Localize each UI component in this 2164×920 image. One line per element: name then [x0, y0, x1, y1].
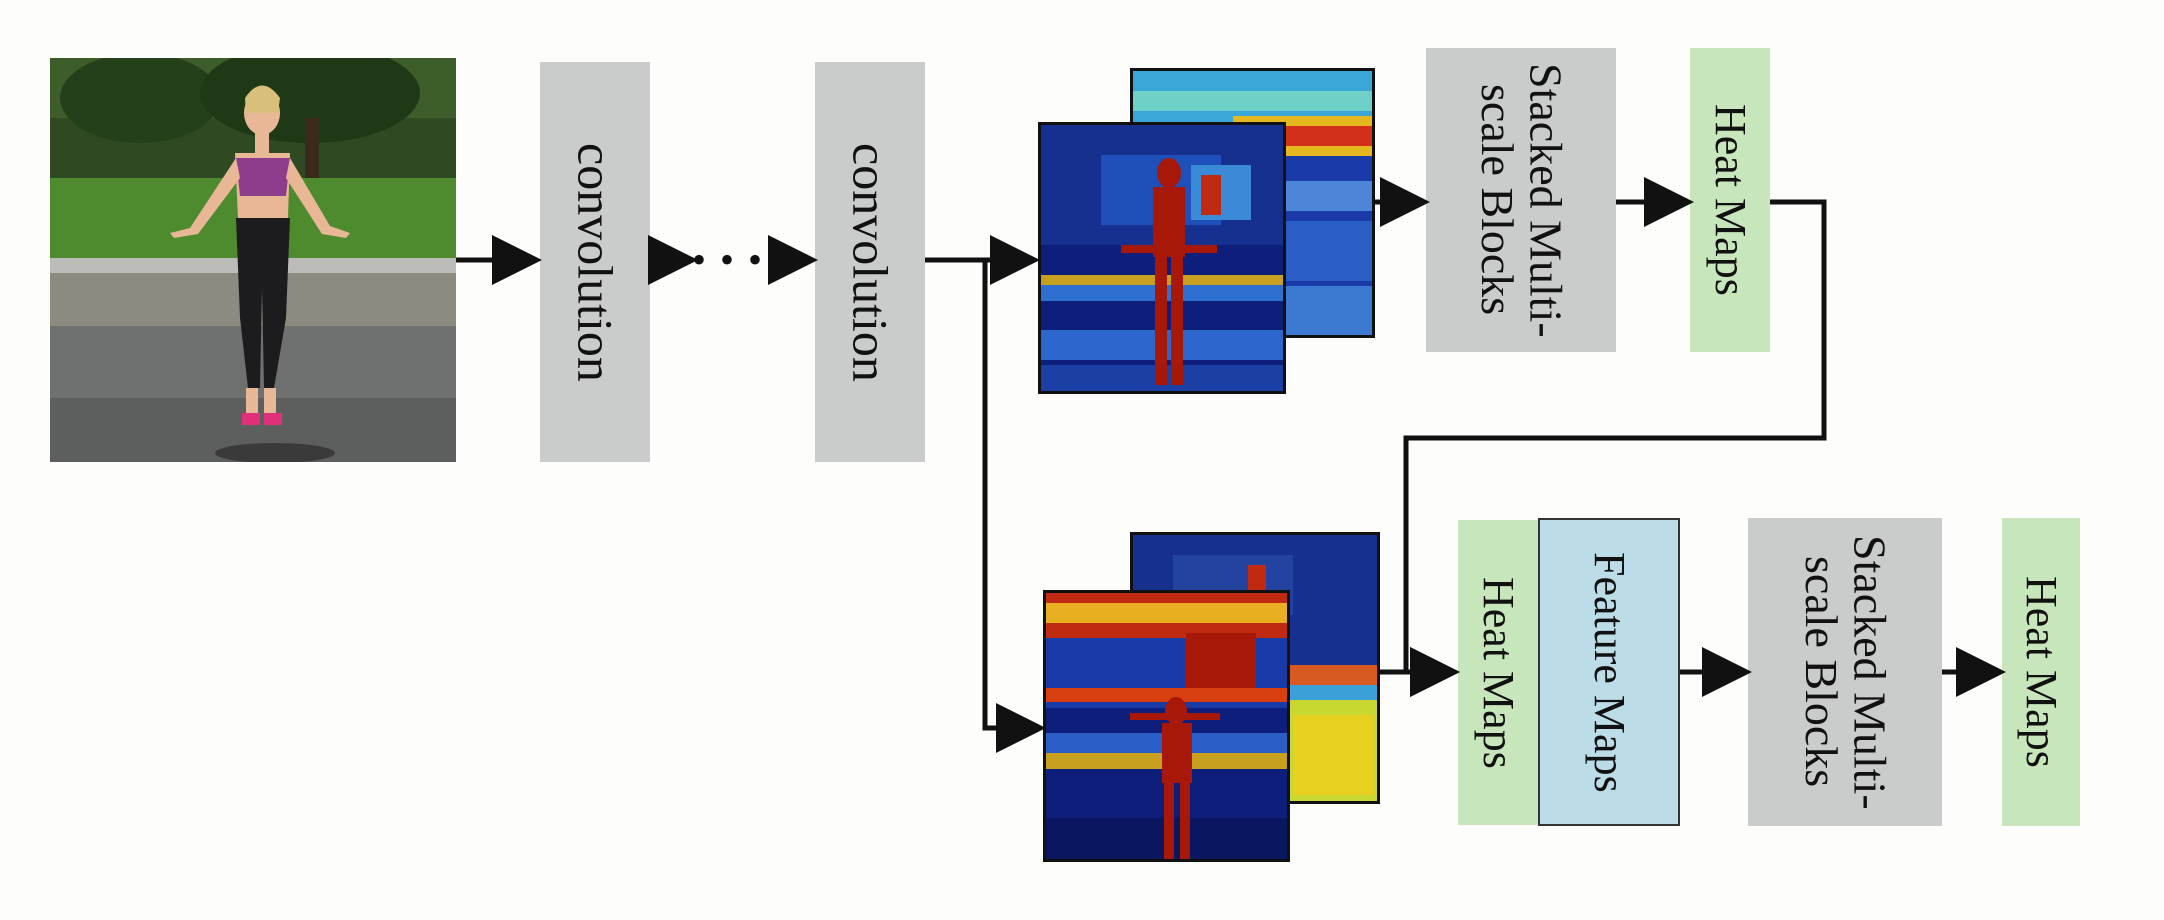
heat-maps-bottom-input: Heat Maps	[1458, 520, 1538, 825]
heat-maps-label-bottom-output: Heat Maps	[2017, 576, 2067, 768]
convolution-block-2: convolution	[815, 62, 925, 462]
heat-maps-label-bottom-input: Heat Maps	[1474, 576, 1524, 769]
convolution-label-2: convolution	[842, 142, 899, 382]
stacked-multiscale-label-top: Stacked Multi-scale Blocks	[1472, 62, 1572, 338]
ellipsis-dots: • • •	[692, 237, 765, 282]
heat-maps-top: Heat Maps	[1690, 48, 1770, 352]
convolution-block-1: convolution	[540, 62, 650, 462]
feature-maps-label: Feature Maps	[1585, 551, 1635, 793]
heat-maps-label-top: Heat Maps	[1706, 104, 1756, 296]
heat-maps-bottom-output: Heat Maps	[2002, 518, 2080, 826]
feature-map-bottom-front	[1043, 590, 1290, 862]
feature-maps-block: Feature Maps	[1538, 518, 1680, 826]
stacked-multiscale-block-top: Stacked Multi-scale Blocks	[1426, 48, 1616, 352]
stacked-multiscale-block-bottom: Stacked Multi-scale Blocks	[1748, 518, 1942, 826]
input-photo	[50, 58, 456, 462]
feature-map-top-front	[1038, 122, 1286, 394]
convolution-label-1: convolution	[567, 142, 624, 382]
stacked-multiscale-label-bottom: Stacked Multi-scale Blocks	[1796, 534, 1896, 810]
arrow-branch-to-bottom-maps	[982, 260, 1046, 753]
